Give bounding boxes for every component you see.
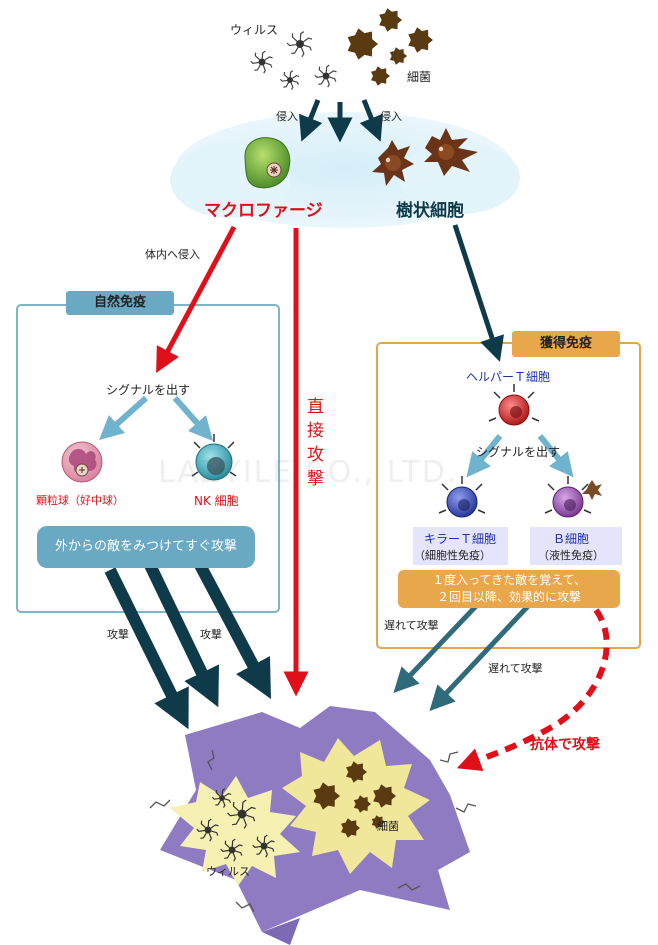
- innate-summary: 外からの敵をみつけてすぐ攻撃: [37, 526, 255, 568]
- macrophage-to-innate-arrow: [156, 225, 237, 374]
- killer-t-label-bg: [413, 527, 508, 565]
- bottom-bacterium-6: [371, 815, 385, 829]
- top-bacterium-2: [379, 8, 402, 32]
- direct-attack-char-4: 撃: [307, 469, 324, 489]
- antibody-label: 抗体で攻撃: [530, 737, 600, 753]
- granulocyte-label: 顆粒球（好中球）: [36, 494, 124, 507]
- top-bacterium-1: [347, 28, 378, 60]
- bacteria-group-top: [347, 8, 433, 86]
- bottom-bacteria-label: 細菌: [377, 820, 399, 833]
- invade-left-label: 侵入: [276, 110, 298, 123]
- top-bacterium-4: [389, 47, 407, 65]
- top-virus-3: [279, 70, 300, 90]
- dendritic-cell-1: [372, 140, 414, 186]
- top-virus-label: ウィルス: [230, 23, 279, 37]
- memory-line-1: １度入ってきた敵を覚えて、: [432, 573, 586, 587]
- bottom-bacterium-4: [373, 784, 396, 808]
- top-virus-4: [314, 64, 337, 88]
- dendritic-to-acquired-arrow: [452, 224, 504, 362]
- bottom-virus-label: ウィルス: [206, 865, 250, 878]
- bottom-bacterium-3: [353, 795, 371, 813]
- nk-label: NK 細胞: [194, 494, 239, 508]
- b-cell-label-bg: [530, 527, 622, 565]
- delayed-right-label: 遅れて攻撃: [488, 662, 543, 675]
- granulocyte-cell: [61, 441, 103, 483]
- bacteria-group-bottom: [313, 761, 396, 838]
- bottom-virus-2: [196, 818, 219, 842]
- signal-arrow-nk: [172, 396, 213, 441]
- signal-arrow-killer: [466, 434, 503, 478]
- bottom-bacterium-5: [341, 818, 360, 838]
- killer-t-cell: [438, 476, 486, 518]
- top-virus-2: [250, 50, 273, 74]
- direct-attack-char-2: 接: [307, 421, 324, 441]
- innate-attack-arrow-1: [104, 567, 189, 730]
- b-cell: [544, 476, 602, 518]
- top-bacterium-3: [408, 27, 433, 53]
- dendritic-label: 樹状細胞: [396, 201, 464, 221]
- virus-group-bottom: [196, 788, 275, 862]
- innate-signal-label: シグナルを出す: [106, 383, 191, 397]
- bottom-virus-4: [252, 834, 275, 858]
- nk-cell: [191, 434, 237, 481]
- memory-line-2: ２回目以降、効果的に攻撃: [436, 590, 581, 604]
- top-bacteria-label: 細菌: [407, 70, 432, 84]
- innate-attack-left-label: 攻撃: [107, 628, 129, 641]
- virus-burst: [170, 776, 300, 886]
- delayed-attack-arrow-2: [429, 602, 532, 712]
- signal-arrow-granulocyte: [99, 395, 149, 441]
- invade-right-label: 侵入: [380, 110, 402, 123]
- invade-arrow-right: [359, 99, 383, 142]
- dendritic-cell-2: [424, 128, 478, 176]
- into-body-label: 体内へ侵入: [145, 248, 200, 261]
- bottom-bacterium-1: [313, 782, 340, 810]
- killer-t-sub-label: （細胞性免疫）: [414, 549, 491, 562]
- innate-attack-right-label: 攻撃: [200, 628, 222, 641]
- acquired-title: 獲得免疫: [512, 331, 620, 357]
- macrophage-label: マクロファージ: [204, 201, 323, 221]
- top-bacterium-5: [371, 66, 390, 86]
- virus-group-top: [250, 31, 337, 90]
- innate-attack-arrow-2: [144, 562, 220, 708]
- acquired-signal-label: シグナルを出す: [476, 445, 561, 459]
- innate-attack-arrow-3: [194, 562, 271, 699]
- macrophage-cell: [244, 137, 291, 189]
- b-cell-sub-label: （液性免疫）: [538, 549, 604, 562]
- antibody-attack-arrow: [456, 608, 610, 772]
- killer-t-label: キラーＴ細胞: [424, 532, 497, 546]
- innate-title: 自然免疫: [66, 291, 174, 315]
- bottom-virus-3: [220, 838, 243, 862]
- top-virus-1: [286, 31, 313, 58]
- memory-note: １度入ってきた敵を覚えて、 ２回目以降、効果的に攻撃: [398, 570, 620, 608]
- watermark: LAZYILE CO., LTD.: [158, 455, 459, 490]
- direct-attack-char-1: 直: [307, 397, 324, 417]
- bottom-bacterium-2: [346, 761, 367, 783]
- direct-attack-char-3: 攻: [307, 445, 324, 465]
- delayed-attack-arrow-1: [393, 602, 480, 694]
- bottom-virus-1: [227, 799, 256, 829]
- helper-t-label: ヘルパーＴ細胞: [466, 370, 551, 384]
- helper-t-cell: [488, 384, 540, 426]
- delayed-left-label: 遅れて攻撃: [384, 619, 439, 632]
- b-cell-label: Ｂ細胞: [553, 532, 590, 546]
- signal-arrow-b: [537, 434, 574, 478]
- invade-arrow-left: [299, 99, 323, 142]
- bottom-virus-5: [211, 788, 232, 808]
- debris-squiggles: [149, 749, 477, 913]
